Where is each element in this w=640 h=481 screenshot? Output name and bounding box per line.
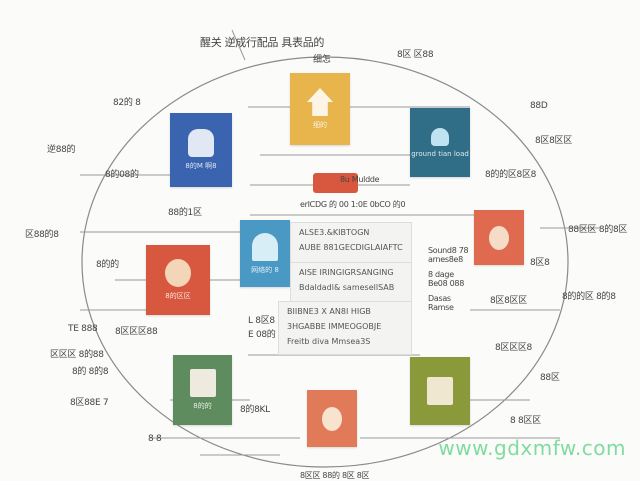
- person-icon: [165, 259, 191, 287]
- tile-jar-2: [410, 357, 470, 425]
- label: 8的的区8区8: [485, 170, 537, 180]
- label: Dasas Ramse: [428, 294, 454, 312]
- person-icon: [489, 225, 509, 250]
- tile-caption: 细的: [313, 121, 327, 129]
- center-emblem: [313, 173, 358, 193]
- label: 88区区 8的8区: [568, 225, 628, 235]
- label: Sound8 78 arnes8e8: [428, 246, 469, 264]
- info-panel-2: AISE IRINGIGRSANGING Bdaldadl& samesellSA…: [290, 262, 412, 302]
- tile-caption: 网络的 8: [251, 265, 279, 274]
- person-icon: [322, 406, 342, 431]
- tile-caption: 8的M 啊8: [185, 162, 217, 170]
- label: 8 8区区: [510, 416, 541, 426]
- label: L 8区8: [248, 316, 275, 326]
- center-caption: 8u Muldde: [340, 175, 380, 184]
- label: 8的8KL: [240, 405, 270, 415]
- tile-person: 8的区区: [146, 245, 210, 315]
- label: 8区8区区: [535, 136, 572, 146]
- tile-caption: 8的的: [193, 402, 212, 410]
- diagram-title: 醒关 逆成行配品 具表品的: [200, 36, 325, 49]
- info-panel-1: ALSE3.&KIBTOGN AUBE 881GECDIGLAIAFTC: [290, 222, 412, 264]
- tile-dome: 网络的 8: [240, 220, 290, 287]
- label: 88D: [530, 101, 548, 111]
- jar-icon: [427, 377, 453, 405]
- label: 8区 区88: [397, 50, 434, 60]
- label: 8的的区 8的8: [562, 292, 616, 302]
- panel-line: Freitb diva Mmsea3S: [287, 337, 371, 346]
- label: 区区区 8的88: [50, 350, 104, 360]
- dome-icon: [252, 232, 278, 261]
- tile-figure: 8的M 啊8: [170, 113, 232, 187]
- tile-caption: 8的区区: [165, 292, 191, 300]
- label: 8 dage Be08 088: [428, 270, 465, 288]
- panel-line: Bdaldadl& samesellSAB: [299, 283, 395, 292]
- house-icon: [307, 88, 333, 116]
- building-icon: [431, 127, 449, 146]
- label: 8区区区88: [115, 327, 158, 337]
- center-subcaption: erICDG 的 00 1:0E 0bCO 的0: [300, 200, 406, 209]
- label: 8的 8的8: [72, 367, 109, 377]
- tile-caption: ground tian load: [411, 149, 469, 158]
- label: TE 888: [68, 324, 98, 334]
- label: 88的1区: [168, 208, 202, 218]
- label: 8区8: [530, 258, 550, 268]
- panel-line: AUBE 881GECDIGLAIAFTC: [299, 243, 403, 252]
- label: 逆88的: [47, 145, 76, 155]
- label: 88区: [540, 373, 560, 383]
- label: 8 8: [148, 434, 162, 444]
- label: 8的的: [96, 260, 119, 270]
- watermark: www.gdxmfw.com: [438, 436, 626, 460]
- panel-line: AISE IRINGIGRSANGING: [299, 268, 394, 277]
- label: E 08的: [248, 330, 276, 340]
- label: 区88的8: [25, 230, 59, 240]
- panel-line: BIIBNE3 X AN8I HIGB: [287, 307, 371, 316]
- tile-person-3: [307, 390, 357, 447]
- label: 8区88E 7: [70, 398, 109, 408]
- label: 82的 8: [113, 98, 141, 108]
- tile-jar: 8的的: [173, 355, 232, 425]
- figure-icon: [188, 129, 214, 157]
- label: 8区区 88的 8区 8区: [300, 471, 370, 480]
- label: 8区8区区: [490, 296, 527, 306]
- outer-ring: [81, 56, 569, 468]
- label: 8区区区8: [495, 343, 532, 353]
- panel-line: 3HGABBE IMMEOGOBJE: [287, 322, 382, 331]
- tile-home: 细的: [290, 73, 350, 145]
- tile-building: ground tian load: [410, 108, 470, 177]
- jar-icon: [189, 369, 216, 397]
- info-panel-3: BIIBNE3 X AN8I HIGB 3HGABBE IMMEOGOBJE Fre…: [278, 301, 412, 355]
- label: 8的08的: [105, 170, 139, 180]
- diagram-subtitle: 细怎: [313, 55, 331, 65]
- tile-person-2: [474, 210, 524, 265]
- panel-line: ALSE3.&KIBTOGN: [299, 228, 370, 237]
